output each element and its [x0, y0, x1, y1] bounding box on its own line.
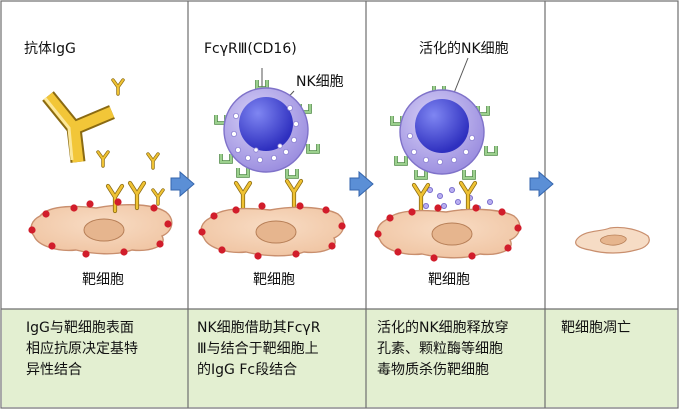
arrow-right-icon	[170, 170, 195, 198]
caption-panel-4: 靶细胞凋亡	[561, 320, 631, 336]
caption-panel-1: IgG与靶细胞表面 相应抗原决定基特 异性结合	[26, 320, 138, 378]
nk-granules	[230, 105, 299, 163]
antibody-igg-label: 抗体IgG	[24, 41, 76, 57]
caption-band	[2, 309, 677, 407]
panel-4-illustration	[575, 226, 650, 254]
panel-3-illustration	[374, 57, 522, 262]
target-cell	[30, 204, 173, 255]
nk-cell-label: NK细胞	[296, 74, 344, 90]
target-cell-label: 靶细胞	[253, 272, 295, 288]
nk-granules	[406, 132, 475, 165]
fc-receptor-label: FcγRⅢ(CD16)	[204, 41, 297, 57]
panel-1-illustration	[28, 78, 173, 258]
caption-panel-2: NK细胞借助其FcγR Ⅲ与结合于靶细胞上 的IgG Fc段结合	[197, 320, 321, 378]
activated-nk-label: 活化的NK细胞	[419, 41, 509, 57]
antigen-dots	[198, 202, 346, 260]
antigen-dots	[28, 198, 172, 258]
target-cell	[376, 208, 521, 259]
target-cell-label: 靶细胞	[82, 272, 124, 288]
nk-nucleus	[415, 99, 469, 153]
panel-2-illustration	[198, 68, 346, 260]
released-granules	[422, 186, 493, 215]
arrow-right-icon	[529, 170, 554, 198]
target-cell-label: 靶细胞	[428, 272, 470, 288]
target-cell	[200, 206, 345, 257]
large-antibody	[42, 91, 115, 163]
antigen-dots	[374, 204, 522, 262]
arrow-right-icon	[349, 170, 374, 198]
nk-nucleus	[239, 97, 293, 151]
caption-panel-3: 活化的NK细胞释放穿 孔素、颗粒酶等细胞 毒物质杀伤靶细胞	[377, 320, 509, 378]
